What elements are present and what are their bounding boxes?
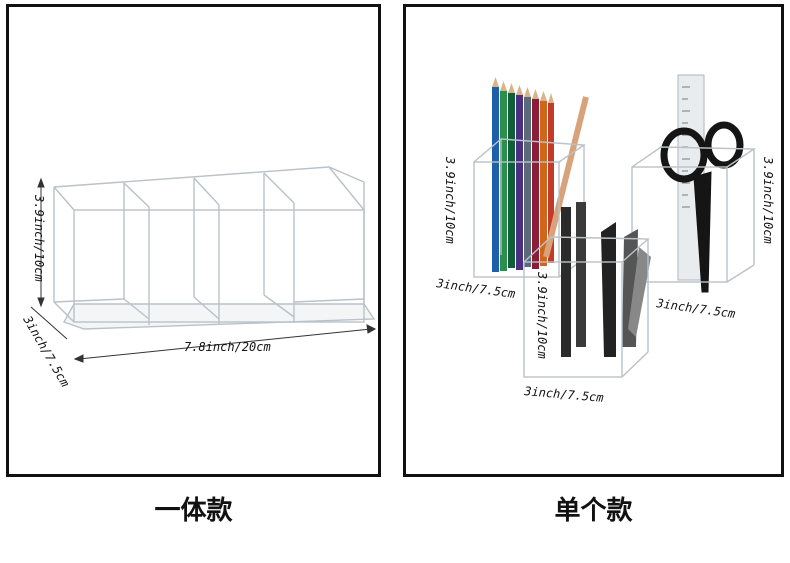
dimension-arrows: [30, 177, 377, 363]
scissors: [660, 121, 744, 293]
pens: [561, 202, 651, 357]
acrylic-cup-back-right: [631, 146, 757, 283]
single-cups-illustration: 3.9inch/10cm 3inch/7.5cm 3.9inch/10cm 3i…: [435, 74, 775, 405]
back-left-cup-height-label: 3.9inch/10cm: [443, 156, 457, 244]
acrylic-cup-front: [523, 236, 650, 378]
back-right-cup-height-label: 3.9inch/10cm: [761, 156, 775, 244]
one-piece-product-panel: 3.9inch/10cm 3inch/7.5cm 7.8inch/20cm: [6, 4, 381, 477]
height-dimension-label: 3.9inch/10cm: [32, 194, 46, 282]
front-cup-width-label: 3inch/7.5cm: [523, 384, 604, 405]
back-right-cup-width-label: 3inch/7.5cm: [655, 296, 737, 321]
acrylic-organizer: [53, 166, 376, 330]
single-cup-product-panel: 3.9inch/10cm 3inch/7.5cm 3.9inch/10cm 3i…: [403, 4, 784, 477]
depth-dimension-label: 3inch/7.5cm: [20, 313, 72, 390]
front-cup-height-label: 3.9inch/10cm: [535, 271, 549, 359]
colored-pencils: [492, 77, 589, 272]
one-piece-caption: 一体款: [154, 496, 233, 526]
back-left-cup-width-label: 3inch/7.5cm: [435, 276, 517, 301]
single-cup-caption: 单个款: [554, 496, 633, 526]
one-piece-organizer-illustration: 3.9inch/10cm 3inch/7.5cm 7.8inch/20cm: [20, 166, 377, 390]
width-dimension-label: 7.8inch/20cm: [184, 340, 271, 354]
